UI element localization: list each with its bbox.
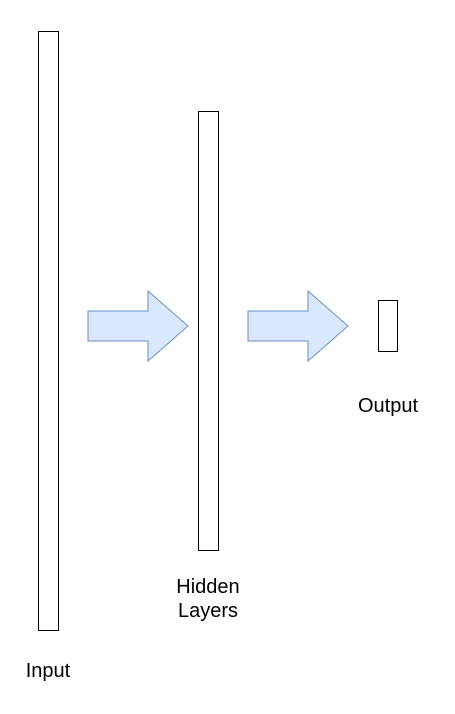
input-label: Input [25, 660, 71, 682]
arrow-input-to-hidden [87, 290, 189, 362]
hidden-layers-label: Hidden Layers [176, 576, 240, 622]
input-layer-box [38, 31, 59, 631]
arrow-hidden-to-output [247, 290, 349, 362]
output-layer-box [378, 300, 398, 352]
hidden-layer-box [198, 111, 219, 551]
output-label: Output [357, 395, 419, 417]
